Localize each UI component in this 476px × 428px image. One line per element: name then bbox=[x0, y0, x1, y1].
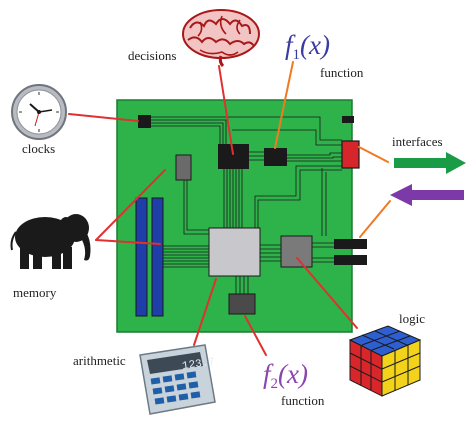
memory-slot-1 bbox=[135, 197, 148, 317]
memory-pointer-1 bbox=[95, 169, 166, 241]
circuit-traces bbox=[150, 116, 342, 294]
interface-arrows bbox=[390, 152, 466, 206]
rubiks-cube-icon bbox=[348, 325, 422, 397]
clocks-label: clocks bbox=[22, 141, 55, 156]
memory-slot-2 bbox=[151, 197, 164, 317]
calculator-icon: 123.7 bbox=[139, 344, 216, 415]
interface-port bbox=[341, 140, 360, 169]
port-right-1 bbox=[334, 239, 367, 249]
cpu-chip bbox=[208, 227, 261, 277]
interface-pointer-bottom bbox=[359, 200, 391, 238]
clock-icon bbox=[11, 84, 67, 140]
clocks-pointer bbox=[68, 113, 139, 122]
elephant-icon bbox=[10, 214, 91, 269]
decisions-chip bbox=[218, 144, 249, 169]
memory-label: memory bbox=[13, 285, 57, 300]
logic-label: logic bbox=[399, 311, 425, 326]
calculator-display: 123.7 bbox=[181, 356, 215, 372]
arithmetic-pointer bbox=[193, 278, 217, 346]
small-gray-chip bbox=[175, 154, 192, 181]
arithmetic-label: arithmetic bbox=[73, 353, 126, 368]
port-right-2 bbox=[334, 255, 367, 265]
interface-pointer-top bbox=[358, 146, 389, 163]
decisions-pointer bbox=[218, 65, 234, 155]
pointer-lines bbox=[68, 61, 391, 356]
decisions-label: decisions bbox=[128, 48, 176, 63]
f1-pointer bbox=[274, 61, 294, 149]
f2-chip bbox=[228, 293, 256, 315]
f1-chip bbox=[264, 148, 287, 166]
brain-icon bbox=[182, 9, 260, 68]
small-top-right-chip bbox=[342, 116, 354, 123]
clock-chip bbox=[138, 115, 151, 128]
components bbox=[135, 115, 367, 317]
interfaces-label: interfaces bbox=[392, 134, 443, 149]
f2-pointer bbox=[244, 315, 267, 356]
logic-chip bbox=[280, 235, 313, 268]
f2-formula: f2(x) bbox=[263, 359, 308, 392]
function-top-label: function bbox=[320, 65, 364, 80]
function-bottom-label: function bbox=[281, 393, 325, 408]
output-arrow bbox=[394, 152, 466, 174]
memory-pointer-2 bbox=[95, 239, 161, 245]
logic-pointer bbox=[296, 257, 358, 329]
f1-formula: f1(x) bbox=[285, 30, 330, 63]
input-arrow bbox=[390, 184, 464, 206]
